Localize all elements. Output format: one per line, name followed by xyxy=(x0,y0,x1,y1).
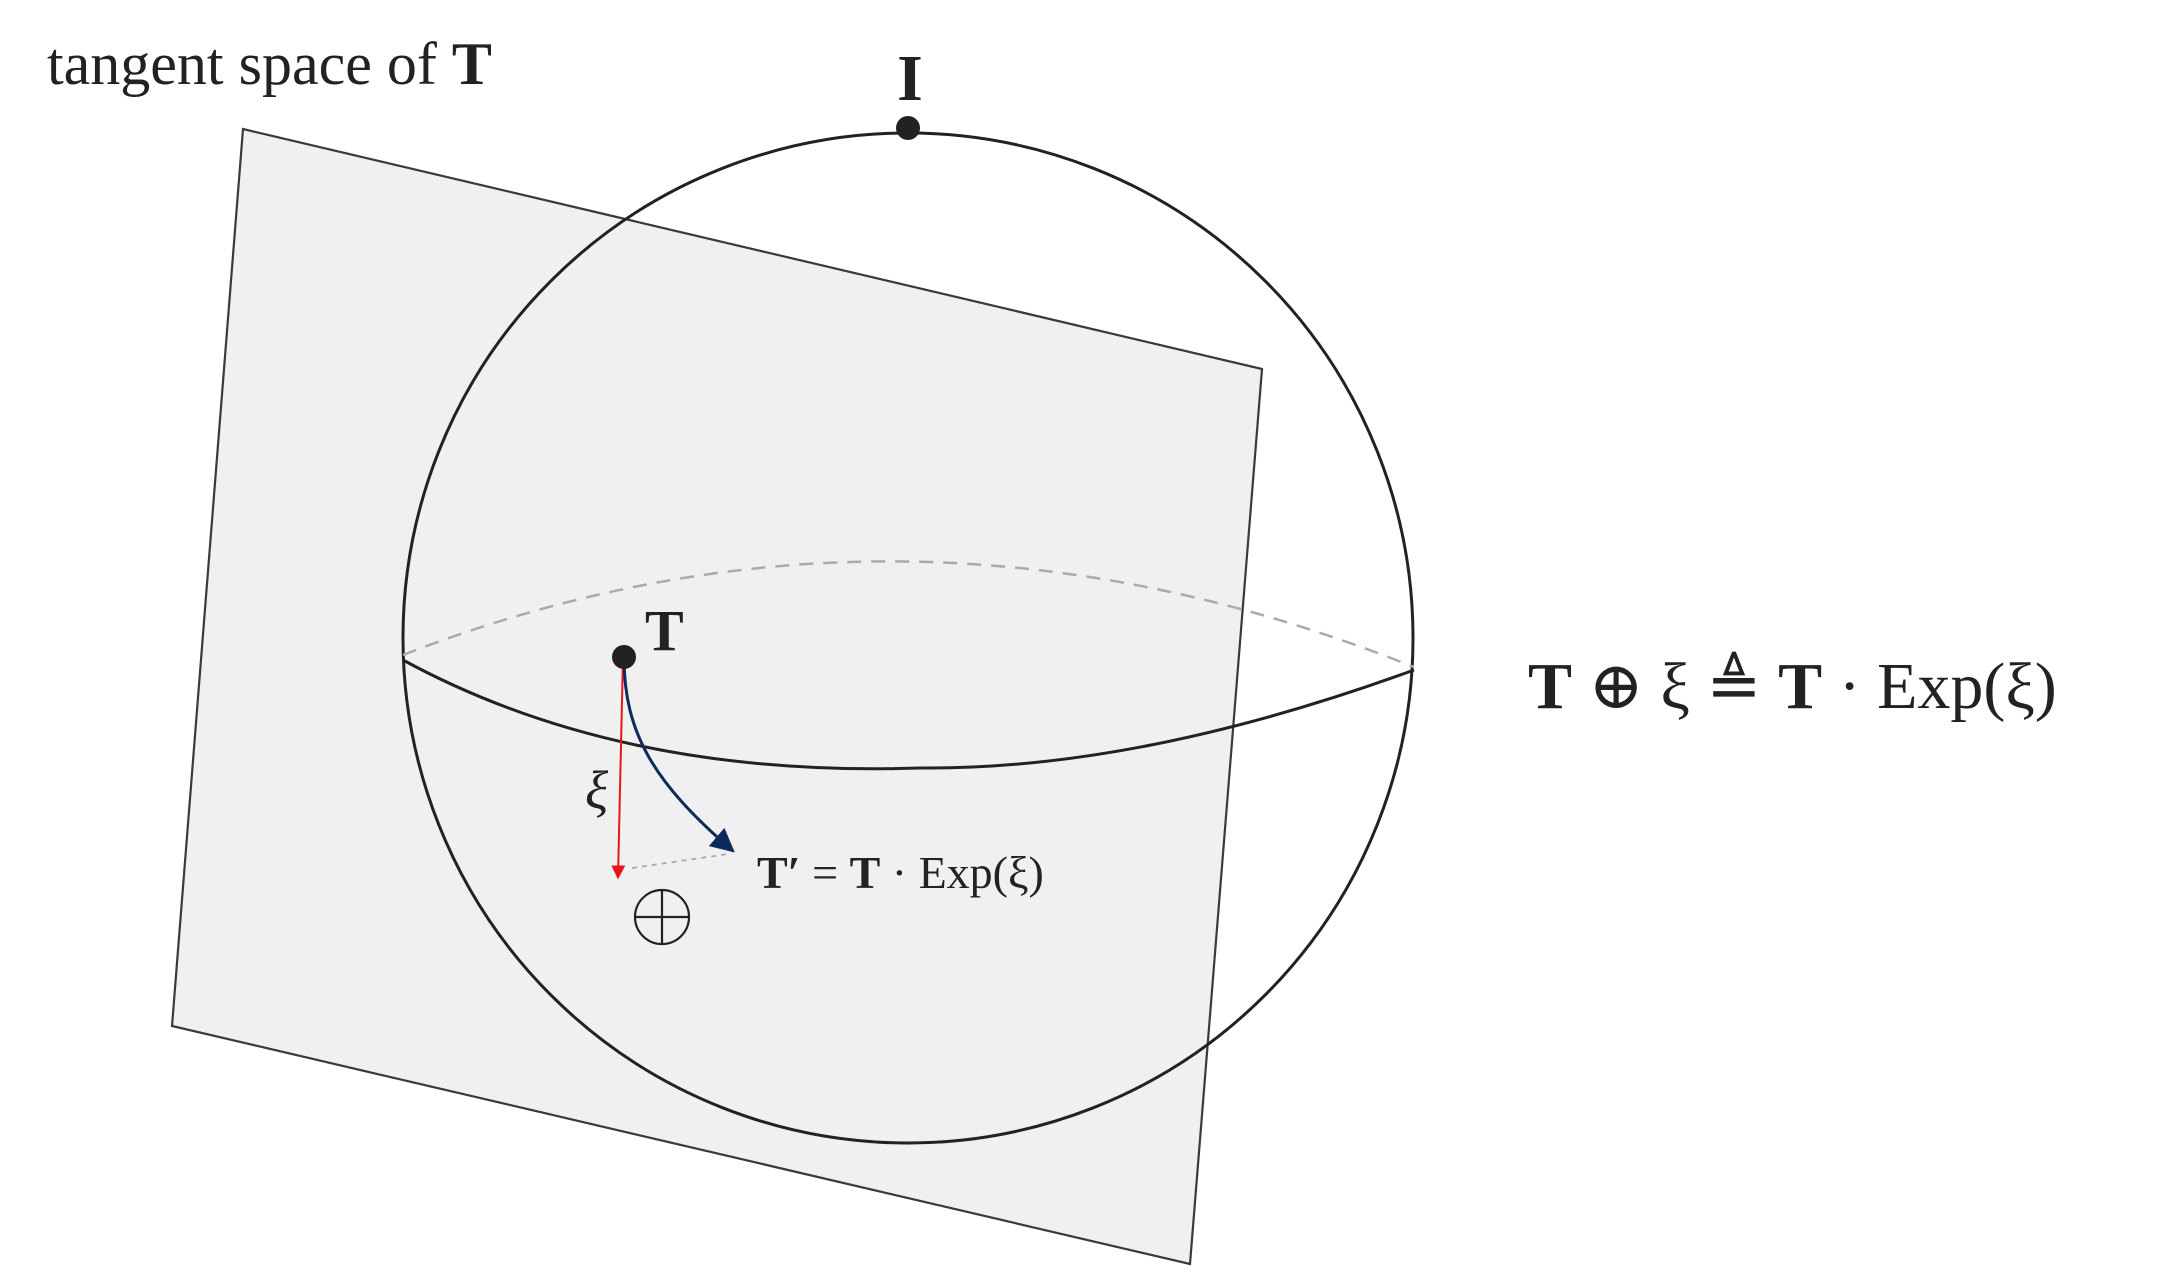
title-text: tangent space of T xyxy=(47,31,492,97)
xi-label: ξ xyxy=(585,760,609,820)
equator-back-arc xyxy=(402,560,1415,669)
result-T: T xyxy=(850,847,881,898)
T-point xyxy=(612,645,636,669)
tangent-vector-xi xyxy=(611,656,626,880)
result-lhs: T′ xyxy=(757,847,801,898)
title-symbol: T xyxy=(452,31,492,97)
definition-T2: T xyxy=(1778,650,1822,723)
tangent-plane xyxy=(170,127,1264,1266)
definition-rest: · Exp(ξ) xyxy=(1822,650,2057,723)
T-label: T xyxy=(645,598,684,663)
definition-op: ⊕ ξ ≜ xyxy=(1572,650,1778,723)
dotted-connector xyxy=(631,853,729,869)
identity-label: I xyxy=(897,42,923,115)
exp-map-curve xyxy=(622,659,735,853)
result-rest: · Exp(ξ) xyxy=(880,847,1044,898)
oplus-icon xyxy=(633,888,691,946)
title-prefix: tangent space of xyxy=(47,31,452,97)
result-label: T′ = T · Exp(ξ) xyxy=(757,847,1044,898)
equator-front-arc xyxy=(402,658,1415,771)
definition-T1: T xyxy=(1528,650,1572,723)
result-eq: = xyxy=(801,847,850,898)
definition-formula: T ⊕ ξ ≜ T · Exp(ξ) xyxy=(1528,650,2057,723)
identity-point xyxy=(896,116,920,140)
